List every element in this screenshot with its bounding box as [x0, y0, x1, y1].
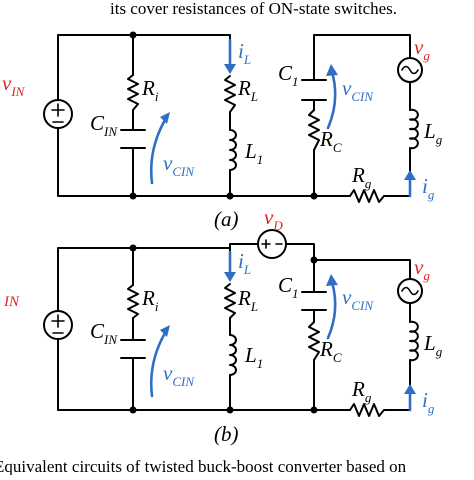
circuit-a: vIN Ri CIN vCIN iL RL L1 C1 RC vCIN: [2, 31, 443, 231]
capacitor-cin-icon: [120, 129, 146, 149]
vcin-b-label: vCIN: [163, 361, 195, 389]
inductor-l1-icon: [229, 129, 237, 171]
vd-label: vD: [264, 205, 283, 233]
c1-label: C1: [278, 61, 299, 89]
voltage-source-vin-icon: [43, 99, 73, 129]
ig-b-label: ig: [422, 388, 435, 416]
caption-top: its cover resistances of ON-state switch…: [110, 0, 397, 18]
rg-label: Rg: [351, 163, 372, 191]
vcin2-arrow-icon: [326, 70, 337, 130]
ri-b-label: Ri: [141, 286, 159, 314]
vcin-b-arrow-icon: [149, 331, 167, 398]
capacitor-cin-b-icon: [120, 339, 146, 359]
ac-source-vg-b-icon: [397, 278, 423, 304]
capacitor-c1-b-icon: [301, 291, 327, 311]
circuit-b: vD IN Ri CIN vCIN iL RL L1 C1 RC vCIN: [3, 205, 443, 446]
cin-label: CIN: [90, 111, 118, 139]
inductor-l1-b-icon: [229, 334, 237, 376]
ig-label: ig: [422, 174, 435, 202]
resistor-rg-icon: [349, 189, 385, 203]
inductor-lg-icon: [409, 108, 419, 150]
lg-b-label: Lg: [423, 331, 443, 359]
il-label: iL: [238, 39, 251, 67]
rc-b-label: RC: [319, 337, 342, 365]
resistor-rc-b-icon: [308, 321, 320, 361]
il-b-label: iL: [238, 249, 251, 277]
vcin2-b-label: vCIN: [342, 285, 374, 313]
l1-label: L1: [244, 139, 263, 167]
vcin-label: vCIN: [163, 151, 195, 179]
ac-source-vg-icon: [397, 57, 423, 83]
caption-bottom: Equivalent circuits of twisted buck-boos…: [0, 457, 407, 475]
vin-label: vIN: [2, 71, 26, 99]
voltage-source-vd-icon: [257, 229, 287, 259]
resistor-ri-b-icon: [127, 284, 139, 319]
voltage-source-vin-b-icon: [43, 310, 73, 340]
rg-b-label: Rg: [351, 377, 372, 405]
vg-b-label: vg: [414, 255, 430, 283]
resistor-rl-b-icon: [224, 283, 236, 319]
cin-b-label: CIN: [90, 319, 118, 347]
rc-label: RC: [319, 127, 342, 155]
resistor-rc-icon: [308, 109, 320, 151]
resistor-rg-b-icon: [349, 403, 385, 417]
capacitor-c1-icon: [301, 79, 327, 101]
vin-b-label: IN: [3, 294, 20, 310]
rl-b-label: RL: [237, 286, 258, 314]
vcin2-b-arrow-icon: [326, 280, 337, 340]
ri-label: Ri: [141, 76, 159, 104]
resistor-ri-icon: [127, 74, 139, 111]
rl-label: RL: [237, 76, 258, 104]
lg-label: Lg: [423, 119, 443, 147]
circuit-b-label: (b): [214, 422, 239, 446]
circuit-a-label: (a): [214, 207, 239, 231]
resistor-rl-icon: [224, 75, 236, 113]
inductor-lg-b-icon: [409, 320, 419, 362]
c1-b-label: C1: [278, 273, 299, 301]
l1-b-label: L1: [244, 343, 263, 371]
vcin-arrow-icon: [149, 118, 167, 185]
vg-label: vg: [414, 35, 430, 63]
vcin2-label: vCIN: [342, 76, 374, 104]
